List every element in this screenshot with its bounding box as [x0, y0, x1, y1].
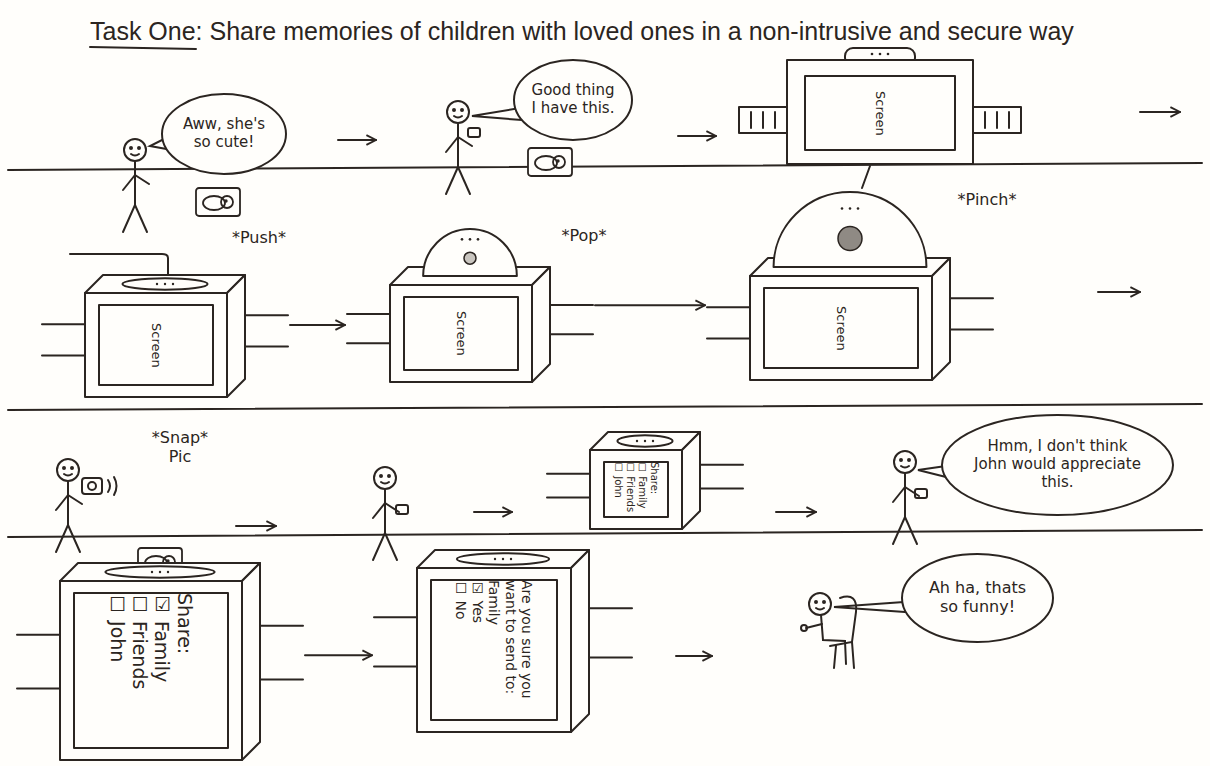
smartwatch: Screen — [735, 48, 1025, 166]
sound-effect: *Push* — [222, 228, 296, 247]
screen-text: Are you sure you want to send to: Family — [486, 580, 536, 720]
speech-bubble: Ah ha, thats so funny! — [900, 552, 1055, 644]
speech-text: Hmm, I don't think John would appreciate… — [973, 438, 1142, 491]
screen-text: ☐ Friends — [624, 462, 636, 512]
page-title: Task One: Share memories of children wit… — [35, 16, 1200, 46]
flow-arrow — [305, 654, 372, 656]
watch-outline — [345, 225, 595, 385]
screen-text: ☐ No — [453, 580, 470, 620]
speech-bubble: Good thing I have this. — [512, 58, 634, 142]
screen-text: ☐ Friends — [129, 593, 151, 689]
watch-device: Screen — [345, 225, 595, 385]
sound-effect: *Pop* — [552, 226, 616, 245]
screen-text: ☐ John — [106, 593, 128, 662]
screen-text: Screen — [453, 311, 468, 356]
speech-bubble: Aww, she's so cute! — [160, 92, 288, 176]
screen-text: ☐ Family — [636, 462, 648, 508]
screen-text: Screen — [833, 306, 848, 351]
watch-device: Screen — [40, 250, 290, 400]
watch-device: Are you sure you want to send to: Family… — [372, 535, 634, 735]
speech-text: Good thing I have this. — [529, 82, 617, 117]
watch-device: Screen — [705, 188, 995, 383]
screen-text: Screen — [872, 91, 887, 136]
screen-text: ☑ Family — [151, 593, 173, 682]
screen-text: ☐ John — [612, 462, 624, 498]
speech-bubble: Hmm, I don't think John would appreciate… — [940, 413, 1175, 517]
speech-text: Ah ha, thats so funny! — [922, 579, 1034, 617]
watch-outline — [705, 188, 995, 383]
screen-text: Screen — [148, 323, 163, 368]
screen-text: Share: — [648, 462, 660, 494]
watch-device: Share:☑ Family☐ Friends☐ John — [15, 548, 305, 763]
speech-text: Aww, she's so cute! — [178, 116, 270, 151]
watch-outline — [40, 250, 290, 400]
screen-text: Share: — [173, 593, 195, 654]
flow-arrow — [290, 324, 345, 326]
sound-effect: *Snap* Pic — [148, 428, 212, 466]
flow-arrow — [595, 304, 705, 306]
screen-text: ☑ Yes — [469, 580, 486, 623]
watch-device: Share:☐ Family☐ Friends☐ John — [545, 420, 745, 532]
sound-effect: *Pinch* — [945, 190, 1029, 209]
